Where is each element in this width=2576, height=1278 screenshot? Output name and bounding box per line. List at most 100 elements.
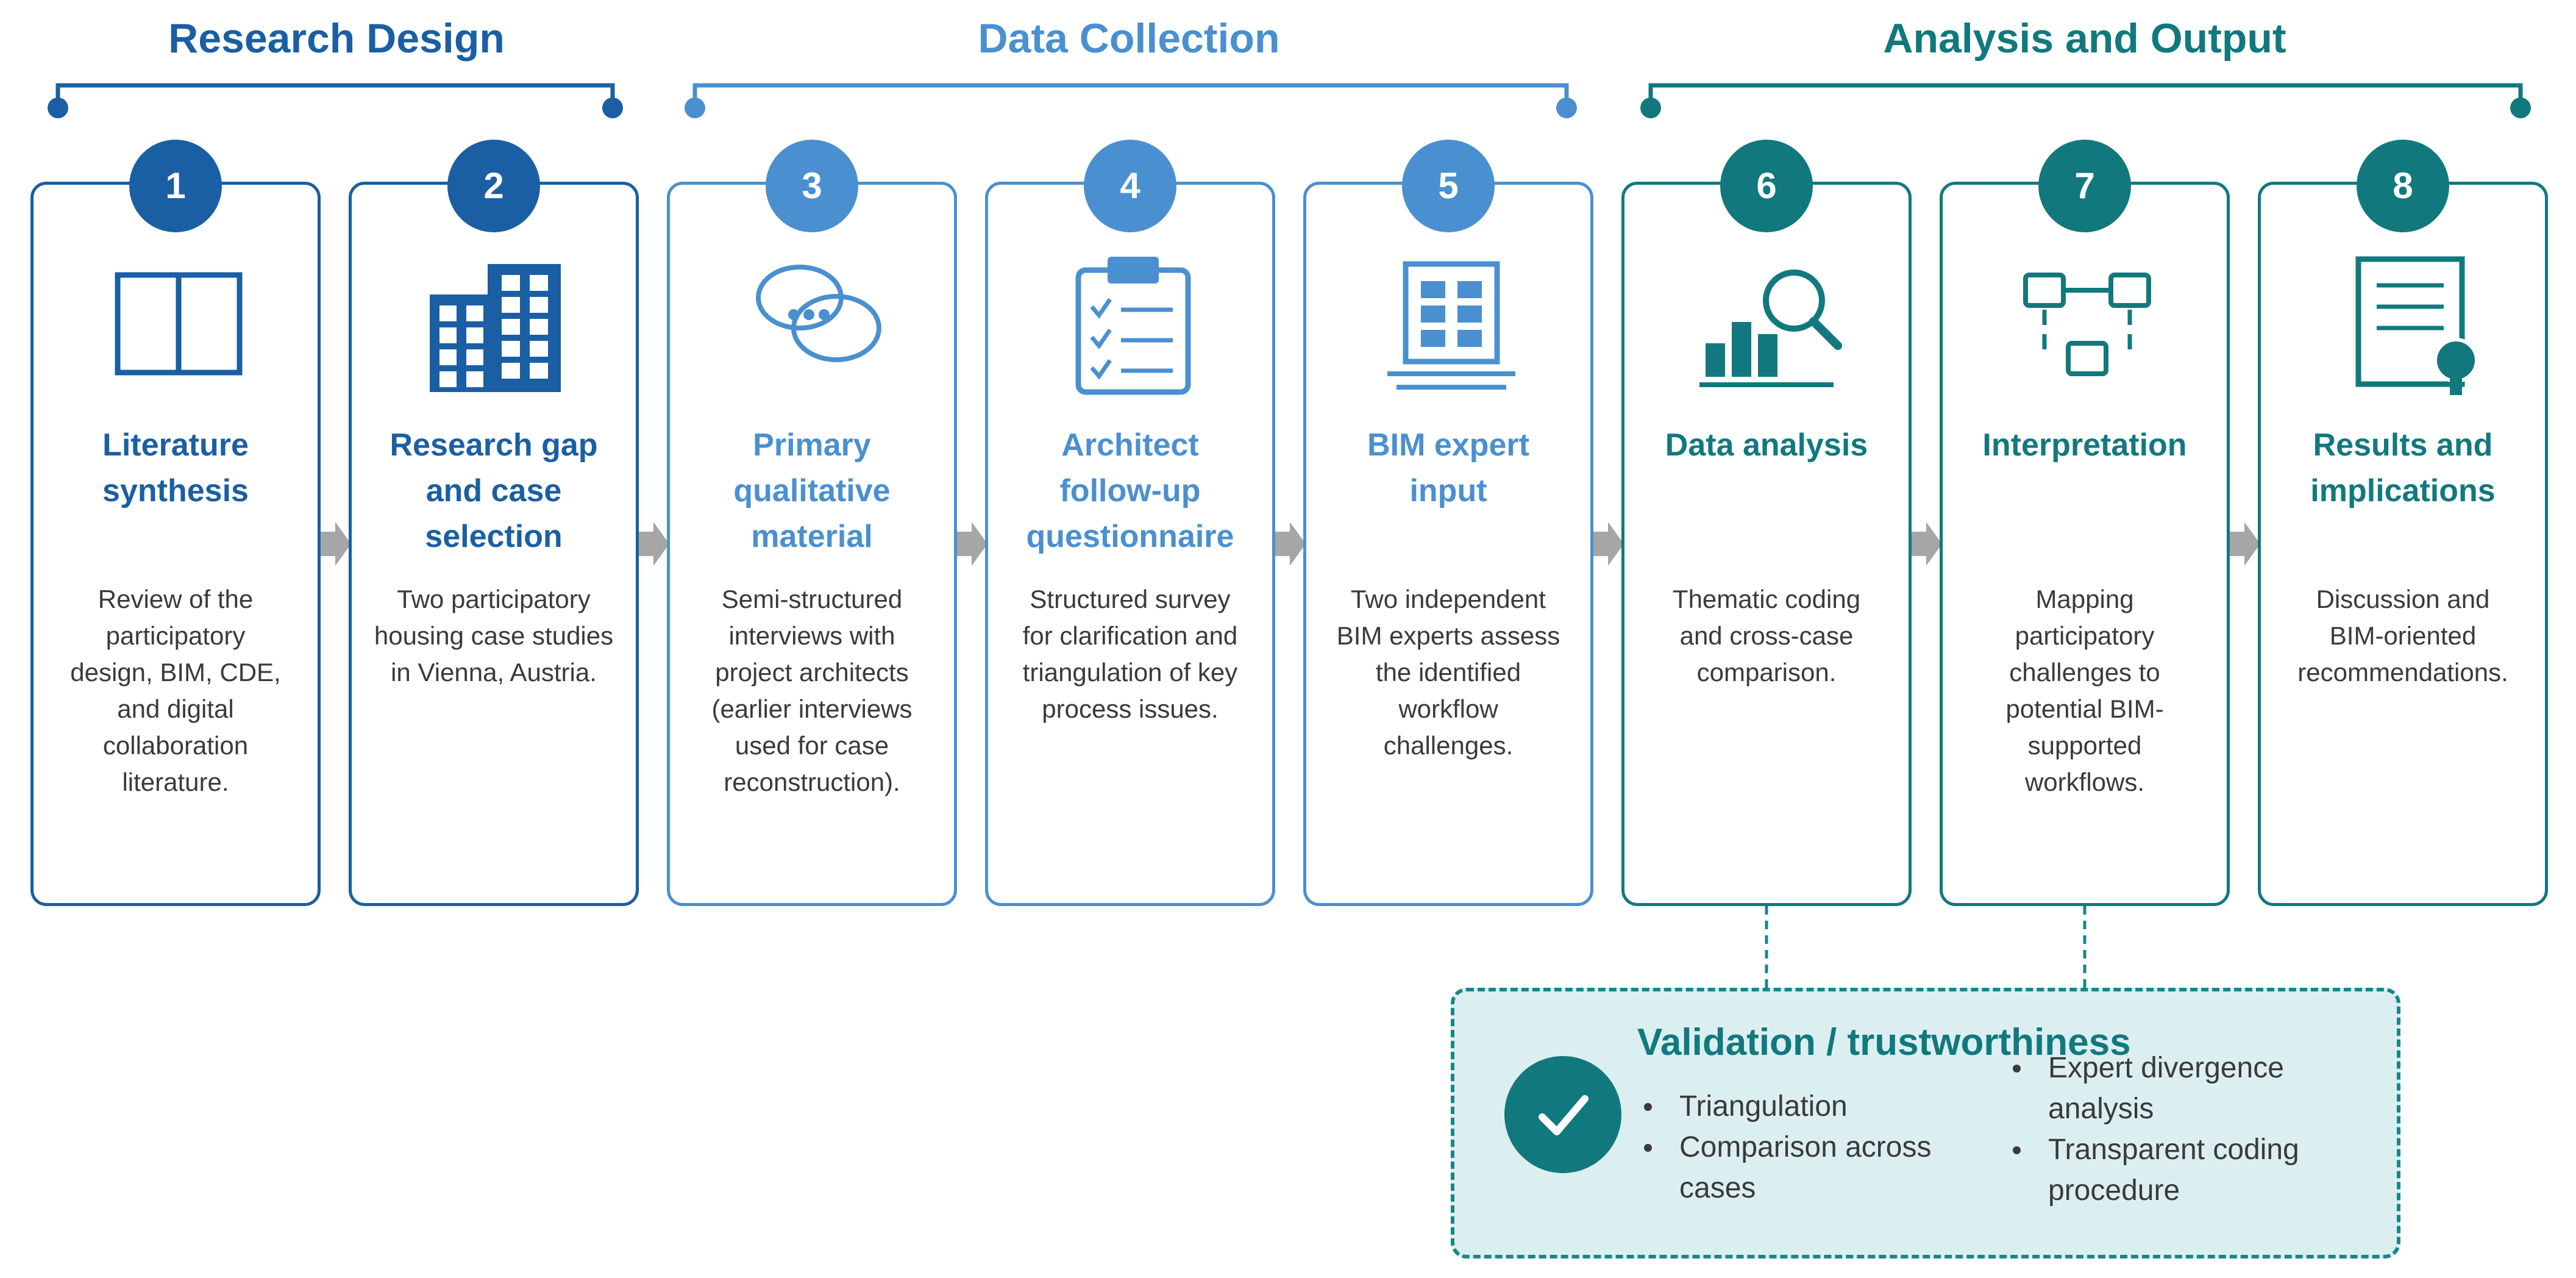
step-6-number: 6 <box>1720 140 1813 232</box>
step-5-desc-line: workflow <box>1398 694 1498 723</box>
step-7-card: 7 Interpretation Mapping participatory c… <box>1940 140 2230 906</box>
flow-arrow-1-2 <box>321 522 351 566</box>
step-6-title: Data analysis <box>1631 423 1902 468</box>
validation-item: Expert divergence analysis <box>2008 1048 2398 1129</box>
validation-box: Validation / trustworthiness Triangulati… <box>1451 988 2400 1258</box>
step-1-desc-line: literature. <box>122 768 229 796</box>
flow-arrow-7-8 <box>2230 522 2260 566</box>
step-1-title-line: synthesis <box>102 473 249 509</box>
step-2-title: Research gap and case selection <box>358 423 630 560</box>
step-1-card: 1 Literature synthesis Review of the par… <box>30 140 321 906</box>
clipboard-checklist-icon <box>1075 257 1191 395</box>
validation-list-right: Expert divergence analysis Transparent c… <box>2008 1048 2398 1211</box>
step-8-desc-line: Discussion and <box>2316 585 2490 613</box>
step-3-title-line: qualitative <box>733 473 891 509</box>
validation-item-line: Expert divergence <box>2048 1052 2284 1084</box>
step-3-number: 3 <box>766 140 858 232</box>
step-3-desc-line: interviews with <box>728 621 895 650</box>
step-7-desc-line: potential BIM- <box>2005 694 2164 723</box>
step-5-desc-line: BIM experts assess <box>1336 621 1560 650</box>
step-7-desc-line: supported <box>2027 731 2142 760</box>
book-icon <box>115 272 243 376</box>
step-4-title-line: follow-up <box>1059 473 1201 509</box>
step-8-title: Results and implications <box>2267 423 2539 514</box>
step-4-title-line: Architect <box>1061 427 1199 463</box>
flow-arrows <box>321 522 2260 566</box>
step-3-title-line: material <box>751 519 873 554</box>
flow-mapping-icon <box>2023 273 2151 376</box>
step-1-desc-line: design, BIM, CDE, <box>70 658 281 687</box>
step-4-desc-line: process issues. <box>1042 694 1219 723</box>
step-5-desc-line: challenges. <box>1383 731 1514 760</box>
step-2-desc-line: in Vienna, Austria. <box>391 658 597 687</box>
flow-arrow-2-3 <box>639 522 669 566</box>
step-3-desc-line: used for case <box>735 731 889 760</box>
step-1-desc-line: collaboration <box>102 731 249 760</box>
step-6-description: Thematic coding and cross-case compariso… <box>1635 581 1898 691</box>
buildings-icon <box>430 264 561 392</box>
validation-title: Validation / trustworthiness <box>1637 1021 2131 1063</box>
validation-item-line: Triangulation <box>1679 1090 1848 1123</box>
validation-item: Triangulation <box>1639 1086 2029 1127</box>
flow-arrow-4-5 <box>1275 522 1306 566</box>
step-8-title-line: implications <box>2310 473 2496 509</box>
step-1-description: Review of the participatory design, BIM,… <box>44 581 307 801</box>
step-5-desc-line: the identified <box>1375 658 1521 687</box>
step-5-number: 5 <box>1402 140 1495 232</box>
flow-arrow-5-6 <box>1593 522 1624 566</box>
step-5-description: Two independent BIM experts assess the i… <box>1317 581 1579 764</box>
step-2-title-line: and case <box>425 473 562 509</box>
step-4-desc-line: for clarification and <box>1022 621 1238 650</box>
step-5-title-line: input <box>1409 473 1487 509</box>
step-4-desc-line: triangulation of key <box>1022 658 1238 687</box>
step-8-title-line: Results and <box>2313 427 2493 463</box>
step-6-desc-line: Thematic coding <box>1672 585 1861 613</box>
step-6-card: 6 Data analysis Thematic coding and cros… <box>1621 140 1912 906</box>
step-4-card: 4 Architect follow-up questionnaire Stru… <box>985 140 1275 906</box>
validation-item-line: cases <box>1679 1172 1756 1204</box>
flow-arrow-3-4 <box>957 522 987 566</box>
bim-model-icon <box>1387 261 1515 390</box>
step-3-desc-line: reconstruction). <box>724 768 900 796</box>
validation-item-line: analysis <box>2048 1093 2154 1125</box>
step-2-desc-line: housing case studies <box>374 621 614 650</box>
phase-title-data-collection: Data Collection <box>978 15 1280 62</box>
step-1-title: Literature synthesis <box>40 423 311 514</box>
step-7-description: Mapping participatory challenges to pote… <box>1954 581 2216 801</box>
step-5-desc-line: Two independent <box>1351 585 1546 613</box>
step-3-desc-line: project architects <box>715 658 909 687</box>
validation-item-line: Transparent coding <box>2048 1133 2299 1166</box>
step-7-desc-line: workflows. <box>2024 768 2145 796</box>
step-4-desc-line: Structured survey <box>1030 585 1231 613</box>
validation-list-left: Triangulation Comparison across cases <box>1639 1086 2029 1208</box>
step-2-desc-line: Two participatory <box>397 585 591 613</box>
step-1-desc-line: and digital <box>117 694 234 723</box>
step-8-desc-line: BIM-oriented <box>2329 621 2477 650</box>
validation-item: Comparison across cases <box>1639 1127 2029 1208</box>
step-7-desc-line: participatory <box>2015 621 2155 650</box>
validation-item-line: Comparison across <box>1679 1131 1932 1163</box>
step-7-desc-line: challenges to <box>2009 658 2160 687</box>
certificate-document-icon <box>2355 256 2478 395</box>
step-1-desc-line: participatory <box>105 621 246 650</box>
phase-title-analysis-output: Analysis and Output <box>1883 15 2286 62</box>
step-8-desc-line: recommendations. <box>2297 658 2508 687</box>
step-3-desc-line: Semi-structured <box>721 585 903 613</box>
step-8-description: Discussion and BIM-oriented recommendati… <box>2272 581 2534 691</box>
step-7-title-line: Interpretation <box>1982 427 2187 463</box>
step-3-title-line: Primary <box>753 427 871 463</box>
step-1-title-line: Literature <box>102 427 249 463</box>
step-5-title: BIM expert input <box>1312 423 1584 514</box>
step-2-description: Two participatory housing case studies i… <box>363 581 625 691</box>
step-8-card: 8 Results and implications Discussion an… <box>2258 140 2548 906</box>
step-6-desc-line: and cross-case <box>1679 621 1854 650</box>
step-1-desc-line: Review of the <box>98 585 254 613</box>
step-7-title: Interpretation <box>1949 423 2221 468</box>
step-3-title: Primary qualitative material <box>676 423 948 560</box>
bracket-data-collection <box>685 83 1577 118</box>
step-4-description: Structured survey for clarification and … <box>999 581 1261 727</box>
step-4-title-line: questionnaire <box>1026 519 1234 554</box>
flow-arrow-6-7 <box>1912 522 1942 566</box>
step-5-card: 5 BIM expert input Two independent BIM e… <box>1303 140 1593 906</box>
